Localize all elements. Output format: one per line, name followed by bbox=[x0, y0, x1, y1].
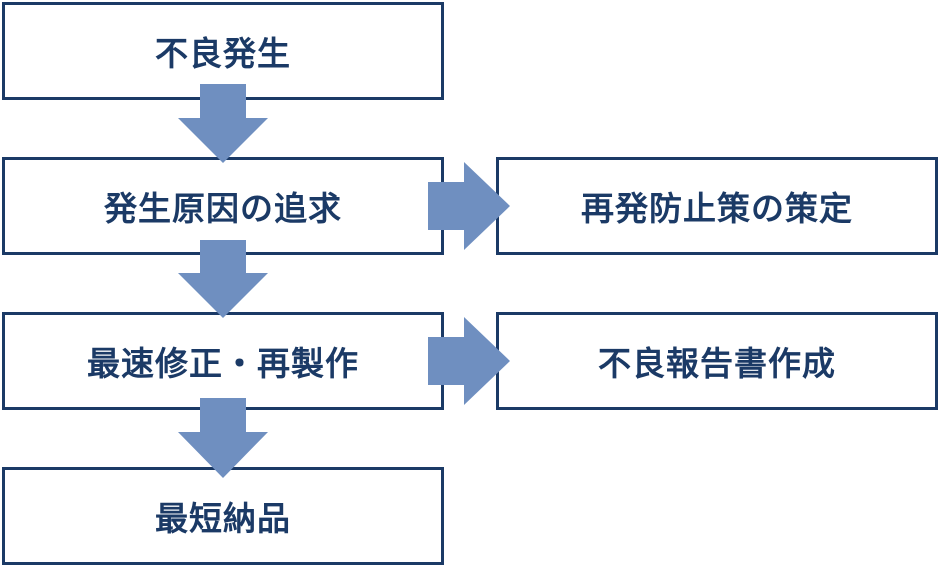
step-defect-occurrence-label: 不良発生 bbox=[155, 34, 291, 73]
down-arrow-3-icon bbox=[178, 398, 268, 478]
step-fast-fix-remake-label: 最速修正・再製作 bbox=[87, 344, 359, 383]
step-root-cause-investigation-label: 発生原因の追求 bbox=[104, 189, 342, 228]
step-shortest-delivery: 最短納品 bbox=[2, 467, 444, 565]
down-arrow-2-icon bbox=[178, 240, 268, 318]
right-arrow-2-icon bbox=[428, 317, 510, 405]
step-defect-occurrence: 不良発生 bbox=[2, 2, 444, 100]
output-recurrence-prevention-label: 再発防止策の策定 bbox=[581, 189, 853, 228]
output-recurrence-prevention: 再発防止策の策定 bbox=[496, 157, 938, 255]
output-defect-report-label: 不良報告書作成 bbox=[598, 344, 836, 383]
down-arrow-1-icon bbox=[178, 84, 268, 163]
right-arrow-1-icon bbox=[428, 162, 510, 250]
step-fast-fix-remake: 最速修正・再製作 bbox=[2, 312, 444, 410]
step-shortest-delivery-label: 最短納品 bbox=[155, 499, 291, 538]
output-defect-report: 不良報告書作成 bbox=[496, 312, 938, 410]
